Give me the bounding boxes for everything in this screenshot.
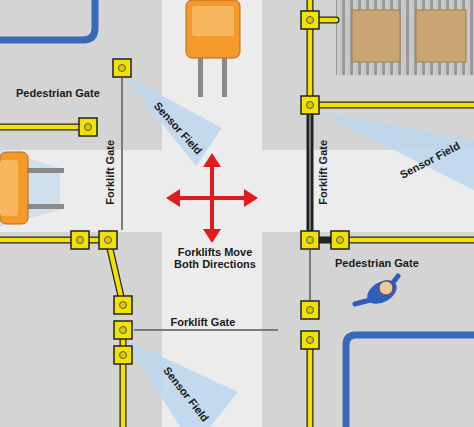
post-bolt [77,237,84,244]
gate-post [331,231,349,249]
gate-post [301,231,319,249]
post-bolt [85,124,92,131]
post-bolt [119,65,126,72]
sensor-label: Sensor Field [398,139,462,181]
gate-post [301,11,319,29]
sensor-label: Sensor Field [161,364,212,424]
gate-post [301,96,319,114]
pedestrian [355,275,401,308]
post-bolt [120,302,127,309]
gate-arm [122,78,310,330]
gate-post [301,331,319,349]
gate-post [79,118,97,136]
sensor-field [0,150,60,226]
post-bolt [120,352,127,359]
gate-post [114,321,132,339]
gate-post [114,296,132,314]
post-bolt [307,307,314,314]
post-bolt [105,237,112,244]
aisle [0,150,474,232]
floor-line [0,0,95,40]
forklift [0,152,64,224]
floor-line [346,335,474,427]
gate-post [71,231,89,249]
post-bolt [120,327,127,334]
gate-post [301,301,319,319]
post-bolt [337,237,344,244]
gate-label: Forklift Gate [317,139,330,204]
gate-label: Forklift Gate [104,139,117,204]
sensor-field [126,340,238,427]
gate-label: Pedestrian Gate [335,257,419,270]
gate-label: Forklift Gate [171,316,236,329]
post-bolt [307,102,314,109]
forklift [186,0,240,97]
sensor-label: Sensor Field [151,99,205,157]
conveyor [336,0,474,75]
note: Forklifts Move Both Directions [167,246,263,271]
post-bolt [307,337,314,344]
post-bolt [307,237,314,244]
box [352,10,400,62]
sensor-field [122,74,222,166]
post-bolt [307,17,314,24]
gate-posts [71,11,349,364]
gate-post [99,231,117,249]
gate-post [114,346,132,364]
gate-label: Pedestrian Gate [16,87,100,100]
direction-arrows [166,153,258,243]
gate-post [113,59,131,77]
sensor-field [318,112,474,190]
box [416,10,466,62]
